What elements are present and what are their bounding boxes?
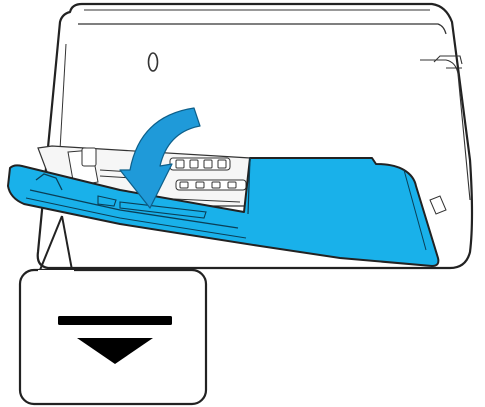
callout-box: [20, 270, 206, 404]
